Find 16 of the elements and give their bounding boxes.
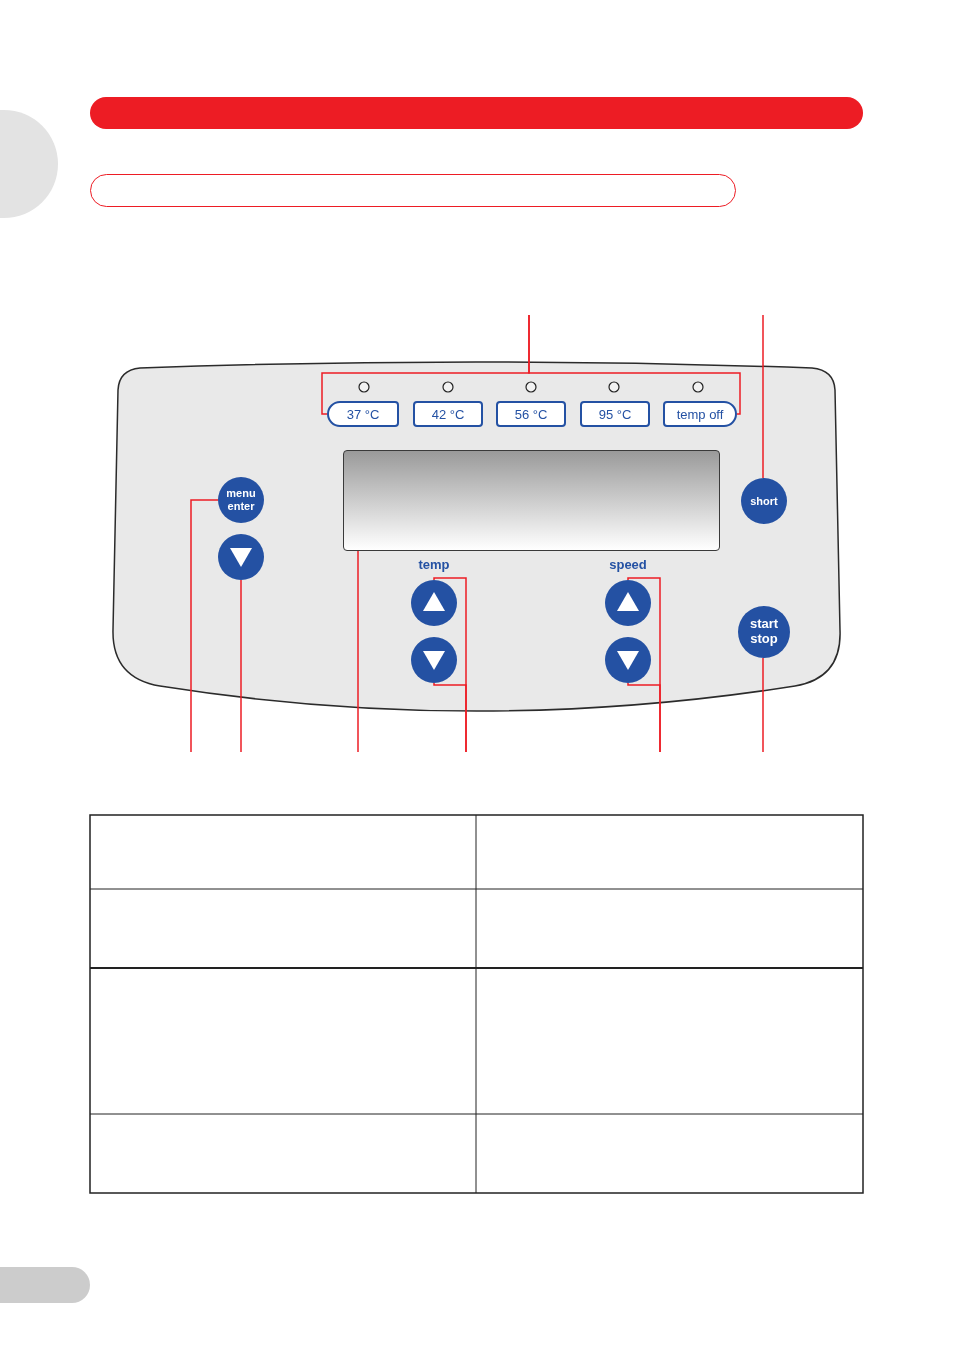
leader-line [528,314,741,415]
leader-line [190,499,219,753]
panel-label: temp [418,557,450,572]
temperature-button: 42 °C [413,401,483,427]
leader-line [240,579,242,753]
panel-label: speed [609,557,647,572]
leader-line [627,682,661,753]
leader-line [433,682,467,753]
leader-line [357,550,359,753]
temperature-button: 95 °C [580,401,650,427]
temperature-button: 37 °C [327,401,399,427]
lcd-display [343,450,720,551]
leader-line [762,314,764,479]
temperature-button: 56 °C [496,401,566,427]
temp-off-button: temp off [663,401,737,427]
leader-line [762,657,764,753]
